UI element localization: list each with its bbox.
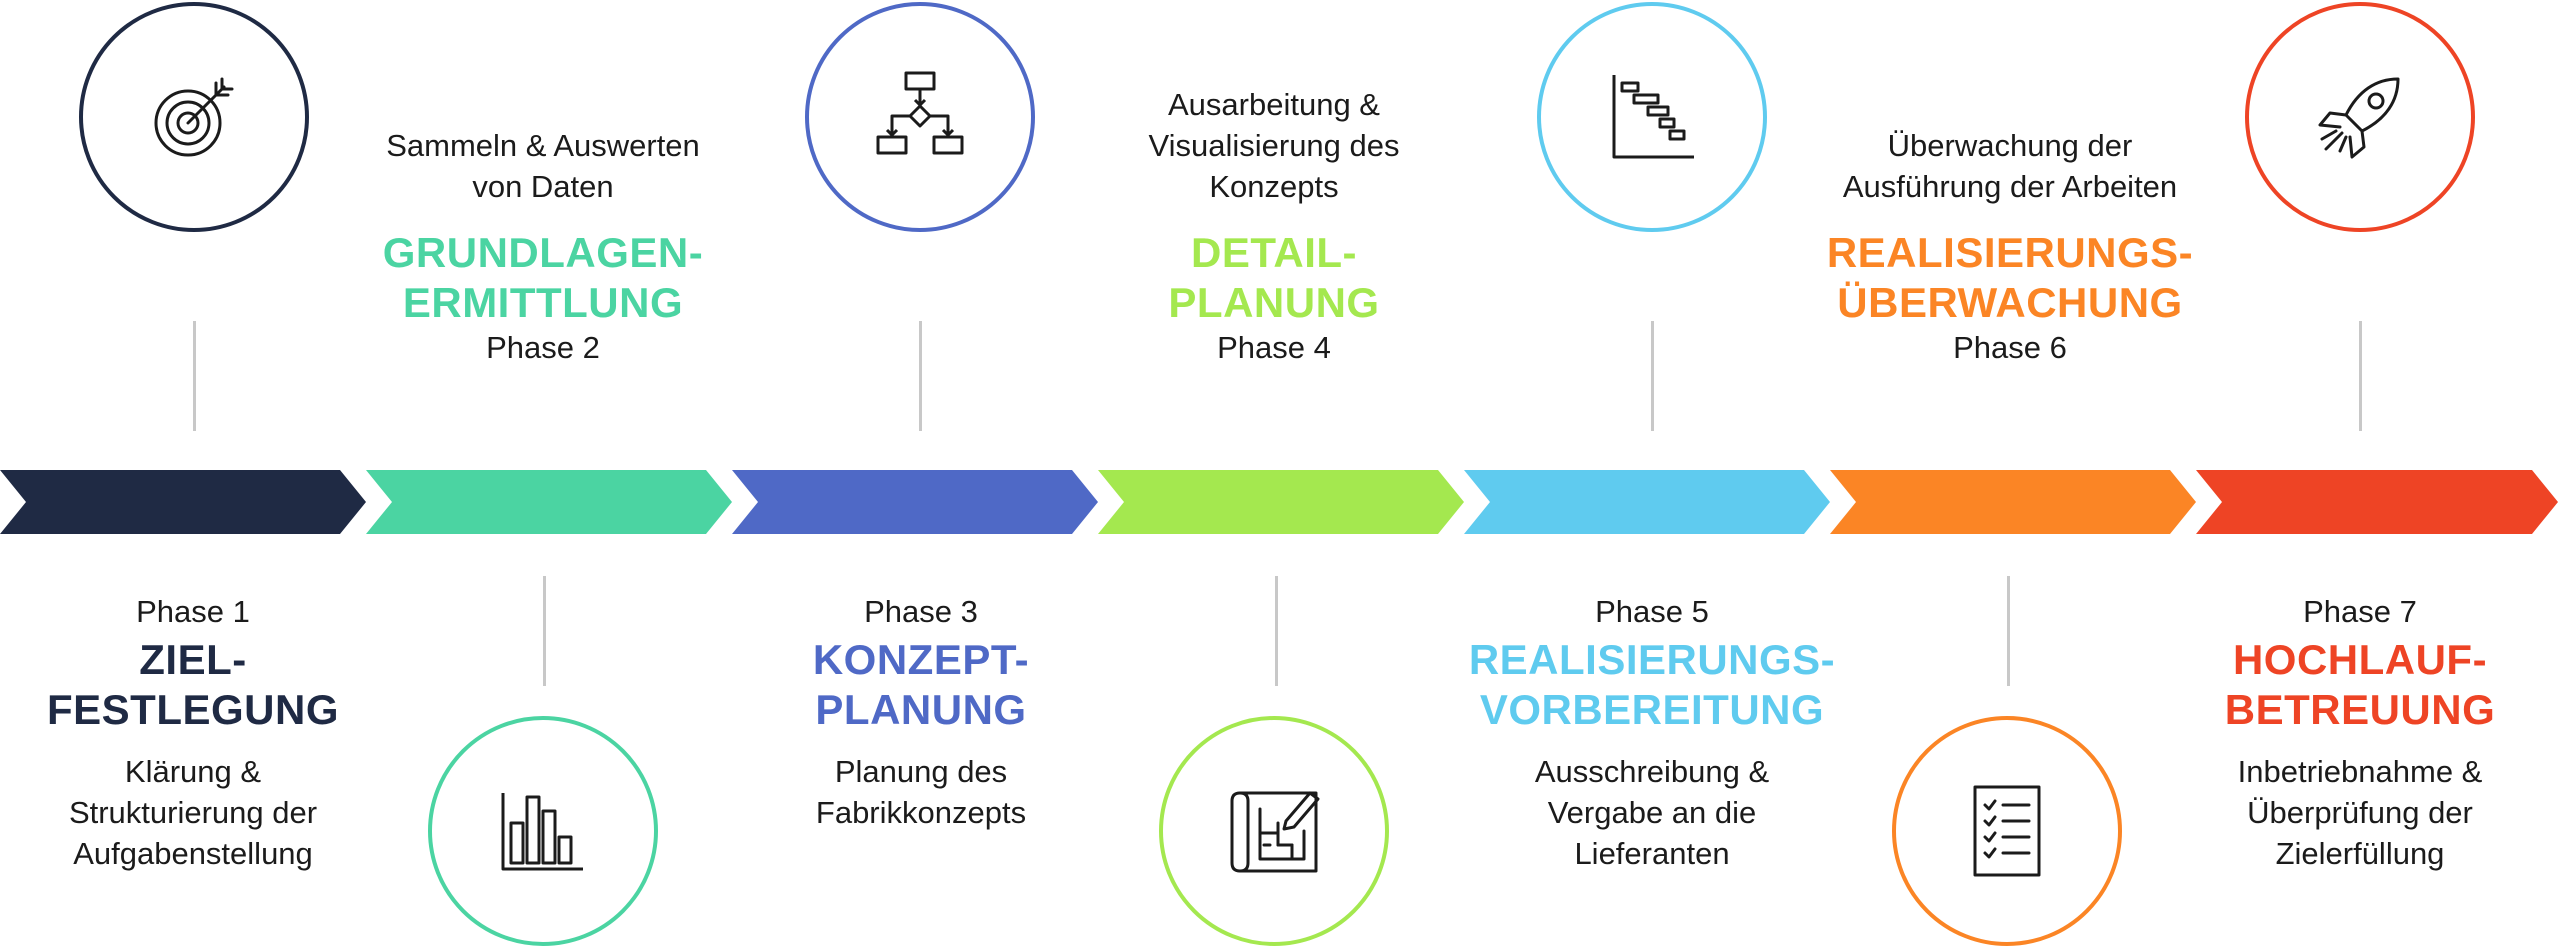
phase-7-desc-line: Zielerfüllung [2275, 836, 2445, 871]
phase-4-title-line1: DETAIL- [1190, 229, 1358, 276]
phase-3-icon-circle [805, 2, 1035, 232]
phase-3-description: Planung des Fabrikkonzepts [731, 751, 1111, 833]
phase-5-title-line2: VORBEREITUNG [1479, 686, 1825, 733]
chevron-phase-4 [1098, 470, 1464, 534]
checklist-icon [1973, 785, 2041, 877]
phase-4-desc-line: Konzepts [1209, 169, 1339, 204]
phase-3-desc-line: Fabrikkonzepts [815, 795, 1027, 830]
flowchart-icon [876, 71, 964, 155]
gantt-chart-icon [1612, 75, 1694, 159]
phase-7-label: Phase 7 [2303, 594, 2417, 629]
phase-5-icon-circle [1537, 2, 1767, 232]
phase-5-desc-line: Ausschreibung & [1534, 754, 1770, 789]
phase-6-desc-line: Überwachung der [1887, 128, 2133, 163]
phase-3-connector [919, 321, 922, 431]
phase-2-icon-circle [428, 716, 658, 946]
phase-2-label: Phase 2 [486, 330, 600, 365]
phase-6-desc-line: Ausführung der Arbeiten [1842, 169, 2178, 204]
phase-2-block: Sammeln & Auswerten von Daten GRUNDLAGEN… [353, 125, 733, 368]
phase-6-title-line2: ÜBERWACHUNG [1837, 279, 2183, 326]
phase-2-desc-line: Sammeln & Auswerten [386, 128, 700, 163]
phase-1-desc-line: Aufgabenstellung [73, 836, 313, 871]
phase-7-title-line1: HOCHLAUF- [2232, 636, 2488, 683]
target-icon [154, 77, 234, 157]
chevron-phase-6 [1830, 470, 2196, 534]
phase-6-icon-circle [1892, 716, 2122, 946]
phase-3-desc-line: Planung des [834, 754, 1008, 789]
phase-2-title-line2: ERMITTLUNG [402, 279, 684, 326]
phase-4-icon-circle [1159, 716, 1389, 946]
phase-5-block: Phase 5 REALISIERUNGS- VORBEREITUNG Auss… [1462, 592, 1842, 874]
phase-7-title-line2: BETREUUNG [2224, 686, 2496, 733]
phase-6-title-line1: REALISIERUNGS- [1826, 229, 2194, 276]
chevron-band [0, 470, 2558, 534]
phase-2-connector [543, 576, 546, 686]
rocket-icon [2318, 77, 2400, 159]
phase-4-title-line2: PLANUNG [1168, 279, 1380, 326]
phase-1-icon-circle [79, 2, 309, 232]
phase-6-connector [2007, 576, 2010, 686]
phase-7-block: Phase 7 HOCHLAUF- BETREUUNG Inbetriebnah… [2170, 592, 2550, 874]
chevron-phase-1 [0, 470, 366, 534]
phase-1-label: Phase 1 [136, 594, 250, 629]
chevron-phase-3 [732, 470, 1098, 534]
chevron-phase-5 [1464, 470, 1830, 534]
phase-3-title-line1: KONZEPT- [812, 636, 1030, 683]
phase-4-block: Ausarbeitung & Visualisierung des Konzep… [1084, 84, 1464, 368]
phase-2-desc-line: von Daten [472, 169, 614, 204]
phase-4-connector [1275, 576, 1278, 686]
phase-4-label: Phase 4 [1217, 330, 1331, 365]
phase-5-title-line1: REALISIERUNGS- [1468, 636, 1836, 683]
bar-chart-icon [501, 793, 583, 871]
phase-1-title-line1: ZIEL- [139, 636, 247, 683]
phase-3-block: Phase 3 KONZEPT- PLANUNG Planung des Fab… [731, 592, 1111, 833]
phase-3-label: Phase 3 [864, 594, 978, 629]
phase-4-desc-line: Ausarbeitung & [1168, 87, 1380, 122]
phase-3-title-line2: PLANUNG [815, 686, 1027, 733]
phase-1-connector [193, 321, 196, 431]
chevron-phase-2 [366, 470, 732, 534]
phase-1-block: Phase 1 ZIEL- FESTLEGUNG Klärung & Struk… [3, 592, 383, 874]
phase-7-desc-line: Inbetriebnahme & [2237, 754, 2483, 789]
phase-5-label: Phase 5 [1595, 594, 1709, 629]
phase-4-description: Ausarbeitung & Visualisierung des Konzep… [1084, 84, 1464, 207]
phase-5-connector [1651, 321, 1654, 431]
phase-4-desc-line: Visualisierung des [1148, 128, 1400, 163]
phase-2-description: Sammeln & Auswerten von Daten [353, 125, 733, 207]
phase-6-description: Überwachung der Ausführung der Arbeiten [1820, 125, 2200, 207]
phase-7-description: Inbetriebnahme & Überprüfung der Zielerf… [2170, 751, 2550, 874]
phase-2-title-line1: GRUNDLAGEN- [382, 229, 704, 276]
phase-1-title-line2: FESTLEGUNG [46, 686, 339, 733]
phase-1-desc-line: Strukturierung der [68, 795, 318, 830]
phase-5-desc-line: Lieferanten [1574, 836, 1730, 871]
phase-1-desc-line: Klärung & [124, 754, 262, 789]
phase-5-desc-line: Vergabe an die [1547, 795, 1757, 830]
chevron-phase-7 [2196, 470, 2558, 534]
blueprint-icon [1230, 791, 1320, 873]
phase-6-label: Phase 6 [1953, 330, 2067, 365]
phase-7-icon-circle [2245, 2, 2475, 232]
phase-5-description: Ausschreibung & Vergabe an die Lieferant… [1462, 751, 1842, 874]
phase-7-desc-line: Überprüfung der [2247, 795, 2473, 830]
phase-1-description: Klärung & Strukturierung der Aufgabenste… [3, 751, 383, 874]
phase-7-connector [2359, 321, 2362, 431]
phase-6-block: Überwachung der Ausführung der Arbeiten … [1820, 125, 2200, 368]
